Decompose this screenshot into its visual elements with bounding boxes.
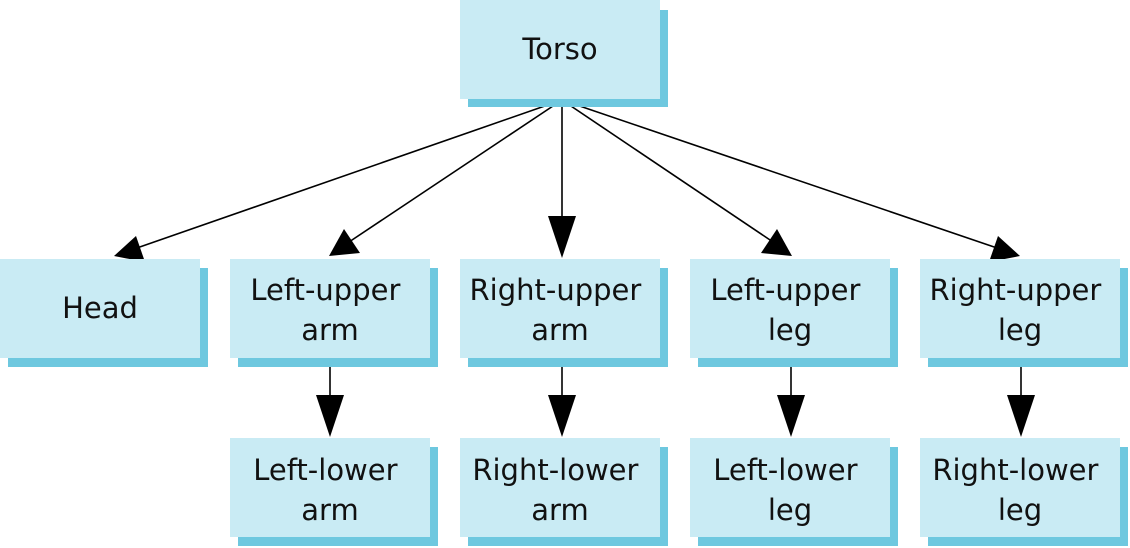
svg-text:Left-upper leg: Left-upper leg [710,273,869,347]
node-right-upper-leg-label-line-2: leg [998,313,1042,347]
edge-torso-right-upper-arm [548,100,576,258]
node-right-upper-leg: Right-upper leg [920,259,1128,367]
node-head-label-line-1: Head [62,291,138,325]
edge-torso-left-upper-leg [561,99,792,256]
edge-left-upper-leg-left-lower-leg [777,357,805,437]
node-right-upper-arm: Right-upper arm [460,259,668,367]
node-right-lower-arm: Right-lower arm [460,438,668,546]
node-left-upper-arm: Left-upper arm [230,259,438,367]
node-left-upper-leg-label-line-2: leg [768,313,812,347]
node-right-lower-arm-label-line-2: arm [531,493,588,527]
node-left-upper-arm-label-line-2: arm [301,313,358,347]
svg-text:Right-upper arm: Right-upper arm [469,273,650,347]
svg-text:Right-lower leg: Right-lower leg [932,453,1107,527]
node-right-upper-arm-label-line-1: Right-upper [469,273,641,307]
node-left-lower-leg: Left-lower leg [690,438,898,546]
node-left-lower-arm: Left-lower arm [230,438,438,546]
edge-torso-head [114,99,563,262]
edge-torso-right-upper-leg [561,99,1020,262]
node-left-lower-leg-label-line-1: Left-lower [713,453,857,487]
svg-text:Right-lower arm: Right-lower arm [472,453,647,527]
node-left-lower-leg-label-line-2: leg [768,493,812,527]
node-left-lower-arm-label-line-1: Left-lower [253,453,397,487]
svg-text:Left-lower arm: Left-lower arm [253,453,407,527]
node-torso-label-line-1: Torso [521,32,597,66]
node-left-upper-leg: Left-upper leg [690,259,898,367]
node-right-upper-arm-label-line-2: arm [531,313,588,347]
svg-text:Torso: Torso [521,32,597,66]
edge-torso-left-upper-arm [329,99,563,256]
node-left-upper-leg-label-line-1: Left-upper [710,273,860,307]
edge-right-upper-leg-right-lower-leg [1007,357,1035,437]
node-left-upper-arm-label-line-1: Left-upper [250,273,400,307]
node-left-lower-arm-label-line-2: arm [301,493,358,527]
node-torso: Torso [460,0,668,107]
node-right-lower-leg: Right-lower leg [920,438,1128,546]
svg-text:Right-upper leg: Right-upper leg [929,273,1110,347]
node-right-lower-leg-label-line-1: Right-lower [932,453,1098,487]
edge-left-upper-arm-left-lower-arm [316,357,344,437]
svg-text:Head: Head [62,291,138,325]
node-right-upper-leg-label-line-1: Right-upper [929,273,1101,307]
node-right-lower-arm-label-line-1: Right-lower [472,453,638,487]
edges [114,99,1035,437]
edge-right-upper-arm-right-lower-arm [548,357,576,437]
node-right-lower-leg-label-line-2: leg [998,493,1042,527]
node-head: Head [0,259,208,367]
svg-text:Left-lower leg: Left-lower leg [713,453,867,527]
svg-text:Left-upper arm: Left-upper arm [250,273,409,347]
